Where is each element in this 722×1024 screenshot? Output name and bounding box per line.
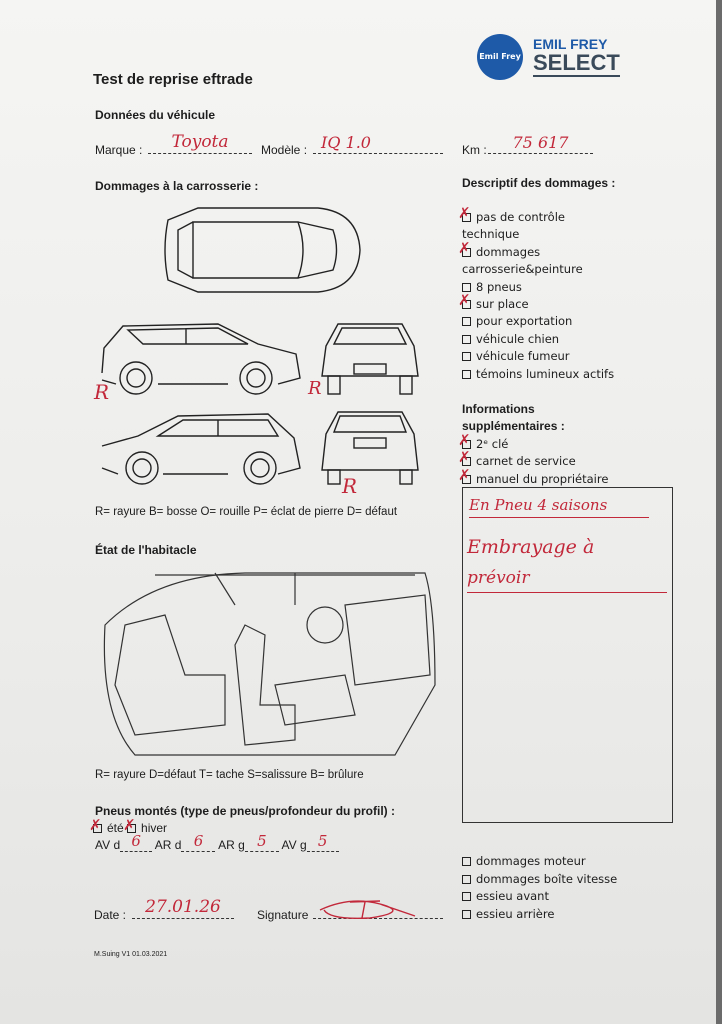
checkbox-label: véhicule fumeur — [476, 349, 570, 364]
notes-box[interactable]: En Pneu 4 saisons Embrayage à prévoir — [462, 487, 673, 823]
checkbox-label: 8 pneus — [476, 279, 522, 294]
checkbox-no-inspection[interactable]: pas de contrôle — [458, 205, 614, 226]
notes-line-1: En Pneu 4 saisons — [469, 496, 649, 518]
checkbox-label: carnet de service — [476, 454, 576, 469]
logo-text: EMIL FREY — [533, 36, 608, 52]
checkbox-label: dommages — [476, 244, 541, 259]
emil-frey-logo: Emil Frey EMIL FREY SELECT — [477, 34, 622, 82]
checkbox-engine-damage[interactable]: dommages moteur — [462, 853, 617, 871]
date-field[interactable]: 27.01.26 — [132, 897, 234, 919]
car-rear-view[interactable] — [318, 408, 422, 490]
checkbox-label: essieu avant — [476, 889, 549, 903]
checkbox-smoker-vehicle[interactable]: véhicule fumeur — [462, 348, 614, 365]
tyres-title: Pneus montés (type de pneus/profondeur d… — [95, 804, 396, 818]
damage-mark-side: R — [94, 380, 110, 404]
extra-info-title-1: Informations — [462, 402, 535, 416]
extra-info-title: Informations supplémentaires : — [462, 401, 565, 436]
date-value: 27.01.26 — [145, 897, 221, 917]
page-title: Test de reprise eftrade — [93, 71, 253, 88]
mechanical-list: dommages moteur dommages boîte vitesse e… — [462, 853, 617, 923]
depth-field[interactable]: 5 — [306, 832, 339, 852]
damage-desc-title: Descriptif des dommages : — [462, 176, 616, 190]
signature-label: Signature — [257, 908, 309, 922]
tyre-depths: AV d 6 AR d 6 AR g 5 AV g 5 — [95, 832, 339, 852]
checkbox-warning-lights[interactable]: témoins lumineux actifs — [462, 366, 614, 383]
version-footer: M.Suing V1 01.03.2021 — [94, 951, 168, 958]
marque-value: Toyota — [171, 132, 229, 152]
checkbox-label: essieu arrière — [476, 906, 555, 921]
notes-line-3: prévoir — [467, 568, 667, 593]
checkbox-export[interactable]: pour exportation — [462, 313, 614, 330]
depth-value: 6 — [193, 832, 204, 850]
checkbox-label: 2ᵉ clé — [476, 437, 509, 451]
damage-mark-front: R — [308, 378, 322, 399]
modele-field[interactable]: IQ 1.0 — [313, 133, 443, 154]
car-side-view-left[interactable] — [98, 318, 304, 400]
modele-label: Modèle : — [261, 143, 308, 157]
checkbox-gearbox-damage[interactable]: dommages boîte vitesse — [462, 871, 617, 889]
car-side-view-right[interactable] — [98, 408, 304, 490]
car-top-view[interactable] — [158, 200, 364, 300]
car-interior-diagram[interactable] — [95, 565, 440, 760]
marque-field[interactable]: Toyota — [148, 132, 252, 154]
depth-value: 6 — [131, 832, 141, 850]
checkbox-label-cont: technique — [462, 227, 520, 242]
depth-label: AR g — [218, 838, 245, 852]
depth-label: AV g — [281, 838, 307, 852]
checkbox-label: témoins lumineux actifs — [476, 366, 615, 381]
extra-info-title-2: supplémentaires : — [462, 419, 565, 434]
checkbox-8-tyres[interactable]: 8 pneus — [462, 279, 614, 296]
damage-desc-list: pas de contrôle technique dommages carro… — [458, 205, 614, 383]
notes-line-2: Embrayage à — [467, 536, 595, 558]
checkbox-label: pas de contrôle — [476, 210, 565, 224]
tyre-summer-checkbox[interactable]: été — [89, 816, 124, 835]
depth-label: AR d — [154, 838, 182, 852]
checkbox-owner-manual[interactable]: manuel du propriétaire — [458, 467, 609, 488]
tyre-winter-label: hiver — [141, 821, 168, 835]
checkbox-label-cont: carrosserie&peinture — [462, 262, 583, 277]
car-front-view[interactable] — [318, 320, 422, 398]
modele-value: IQ 1.0 — [321, 133, 371, 152]
vehicle-section-title: Données du véhicule — [95, 108, 216, 122]
checkbox-label: véhicule chien — [476, 331, 560, 346]
checkbox-label: manuel du propriétaire — [476, 471, 609, 486]
extra-info-list: 2ᵉ clé carnet de service manuel du propr… — [458, 432, 609, 488]
interior-legend: R= rayure D=défaut T= tache S=salissure … — [95, 769, 364, 781]
tyre-summer-label: été — [107, 821, 124, 835]
checkbox-rear-axle[interactable]: essieu arrière — [462, 906, 617, 924]
km-label: Km : — [462, 143, 487, 157]
depth-field[interactable]: 5 — [244, 832, 279, 852]
body-damage-title: Dommages à la carrosserie : — [95, 179, 259, 193]
checkbox-label: pour exportation — [476, 314, 573, 329]
checkbox-on-site[interactable]: sur place — [458, 292, 614, 313]
checkbox-second-key[interactable]: 2ᵉ clé — [458, 432, 608, 453]
signature-drawing — [319, 900, 416, 920]
damage-mark-rear: R — [342, 474, 358, 498]
checkbox-body-damage[interactable]: dommages — [458, 240, 614, 261]
km-field[interactable]: 75 617 — [488, 133, 593, 154]
logo-select: SELECT — [533, 50, 620, 77]
checkbox-front-axle[interactable]: essieu avant — [462, 888, 617, 906]
depth-field[interactable]: 6 — [181, 832, 216, 852]
checkbox-service-book[interactable]: carnet de service — [458, 449, 608, 470]
body-damage-legend: R= rayure B= bosse O= rouille P= éclat d… — [95, 506, 398, 518]
depth-value: 5 — [317, 832, 328, 850]
signature-field[interactable] — [313, 905, 443, 919]
checkbox-label: dommages moteur — [476, 854, 586, 868]
depth-value: 5 — [257, 832, 267, 850]
logo-emblem: Emil Frey — [477, 34, 523, 80]
depth-field[interactable]: 6 — [120, 832, 153, 852]
km-value: 75 617 — [512, 133, 569, 152]
tyre-winter-checkbox[interactable]: hiver — [123, 816, 168, 835]
checkbox-dog-vehicle[interactable]: véhicule chien — [462, 331, 614, 348]
checkbox-label: sur place — [476, 297, 529, 312]
date-label: Date : — [94, 908, 127, 922]
marque-label: Marque : — [95, 143, 143, 157]
depth-label: AV d — [95, 838, 121, 852]
checkbox-label: dommages boîte vitesse — [476, 871, 618, 886]
interior-title: État de l'habitacle — [95, 543, 197, 557]
